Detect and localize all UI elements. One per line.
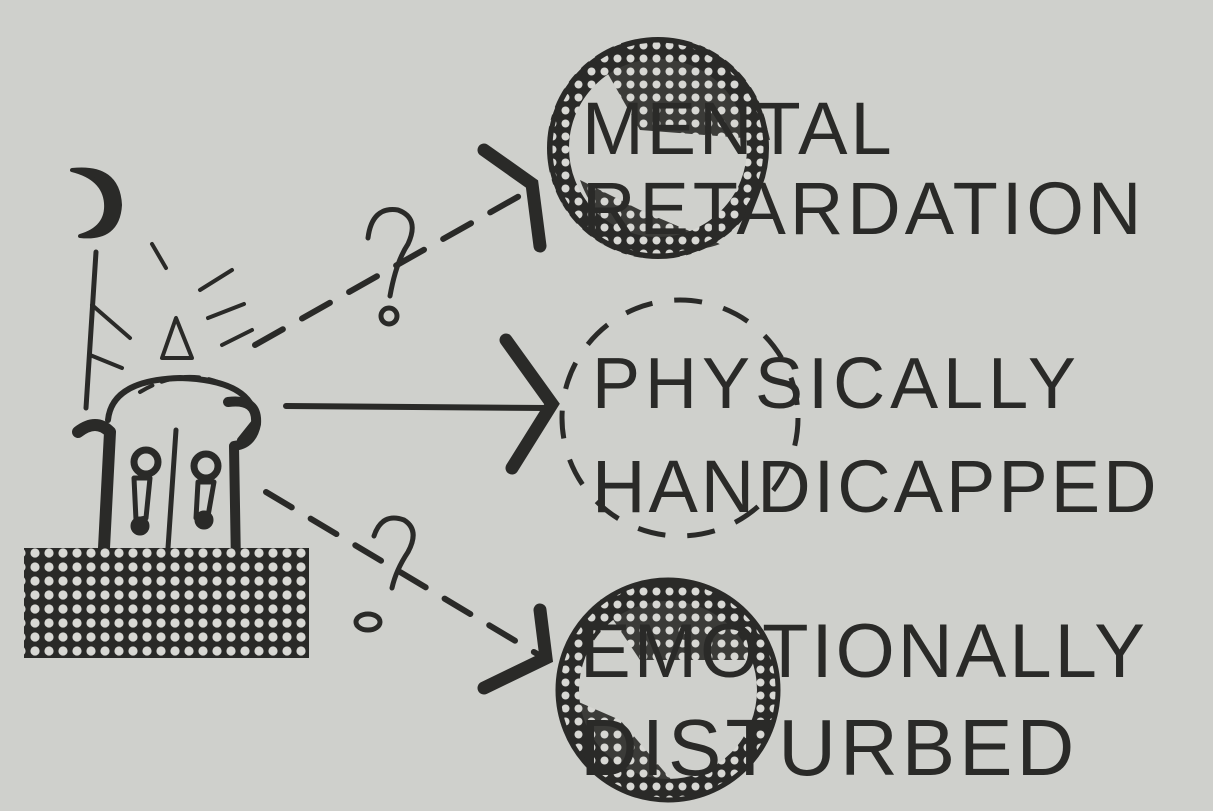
question-mark-icon (368, 210, 412, 324)
base-block (24, 548, 309, 658)
edge-to-physically-handicapped (286, 340, 552, 468)
node-physically-handicapped-label-line1: PHYSICALLY (592, 348, 1081, 420)
node-emotionally-disturbed-label-line1: EMOTIONALLY (580, 614, 1148, 690)
node-mental-retardation-label-line2: RETARDATION (582, 172, 1145, 246)
moon-icon (72, 169, 120, 236)
node-emotionally-disturbed-label-line2: DISTURBED (580, 708, 1078, 788)
node-physically-handicapped-label-line2: HANDICAPPED (592, 450, 1160, 524)
child-figure-icon (72, 169, 256, 566)
node-mental-retardation-label-line1: MENTAL (582, 92, 895, 166)
